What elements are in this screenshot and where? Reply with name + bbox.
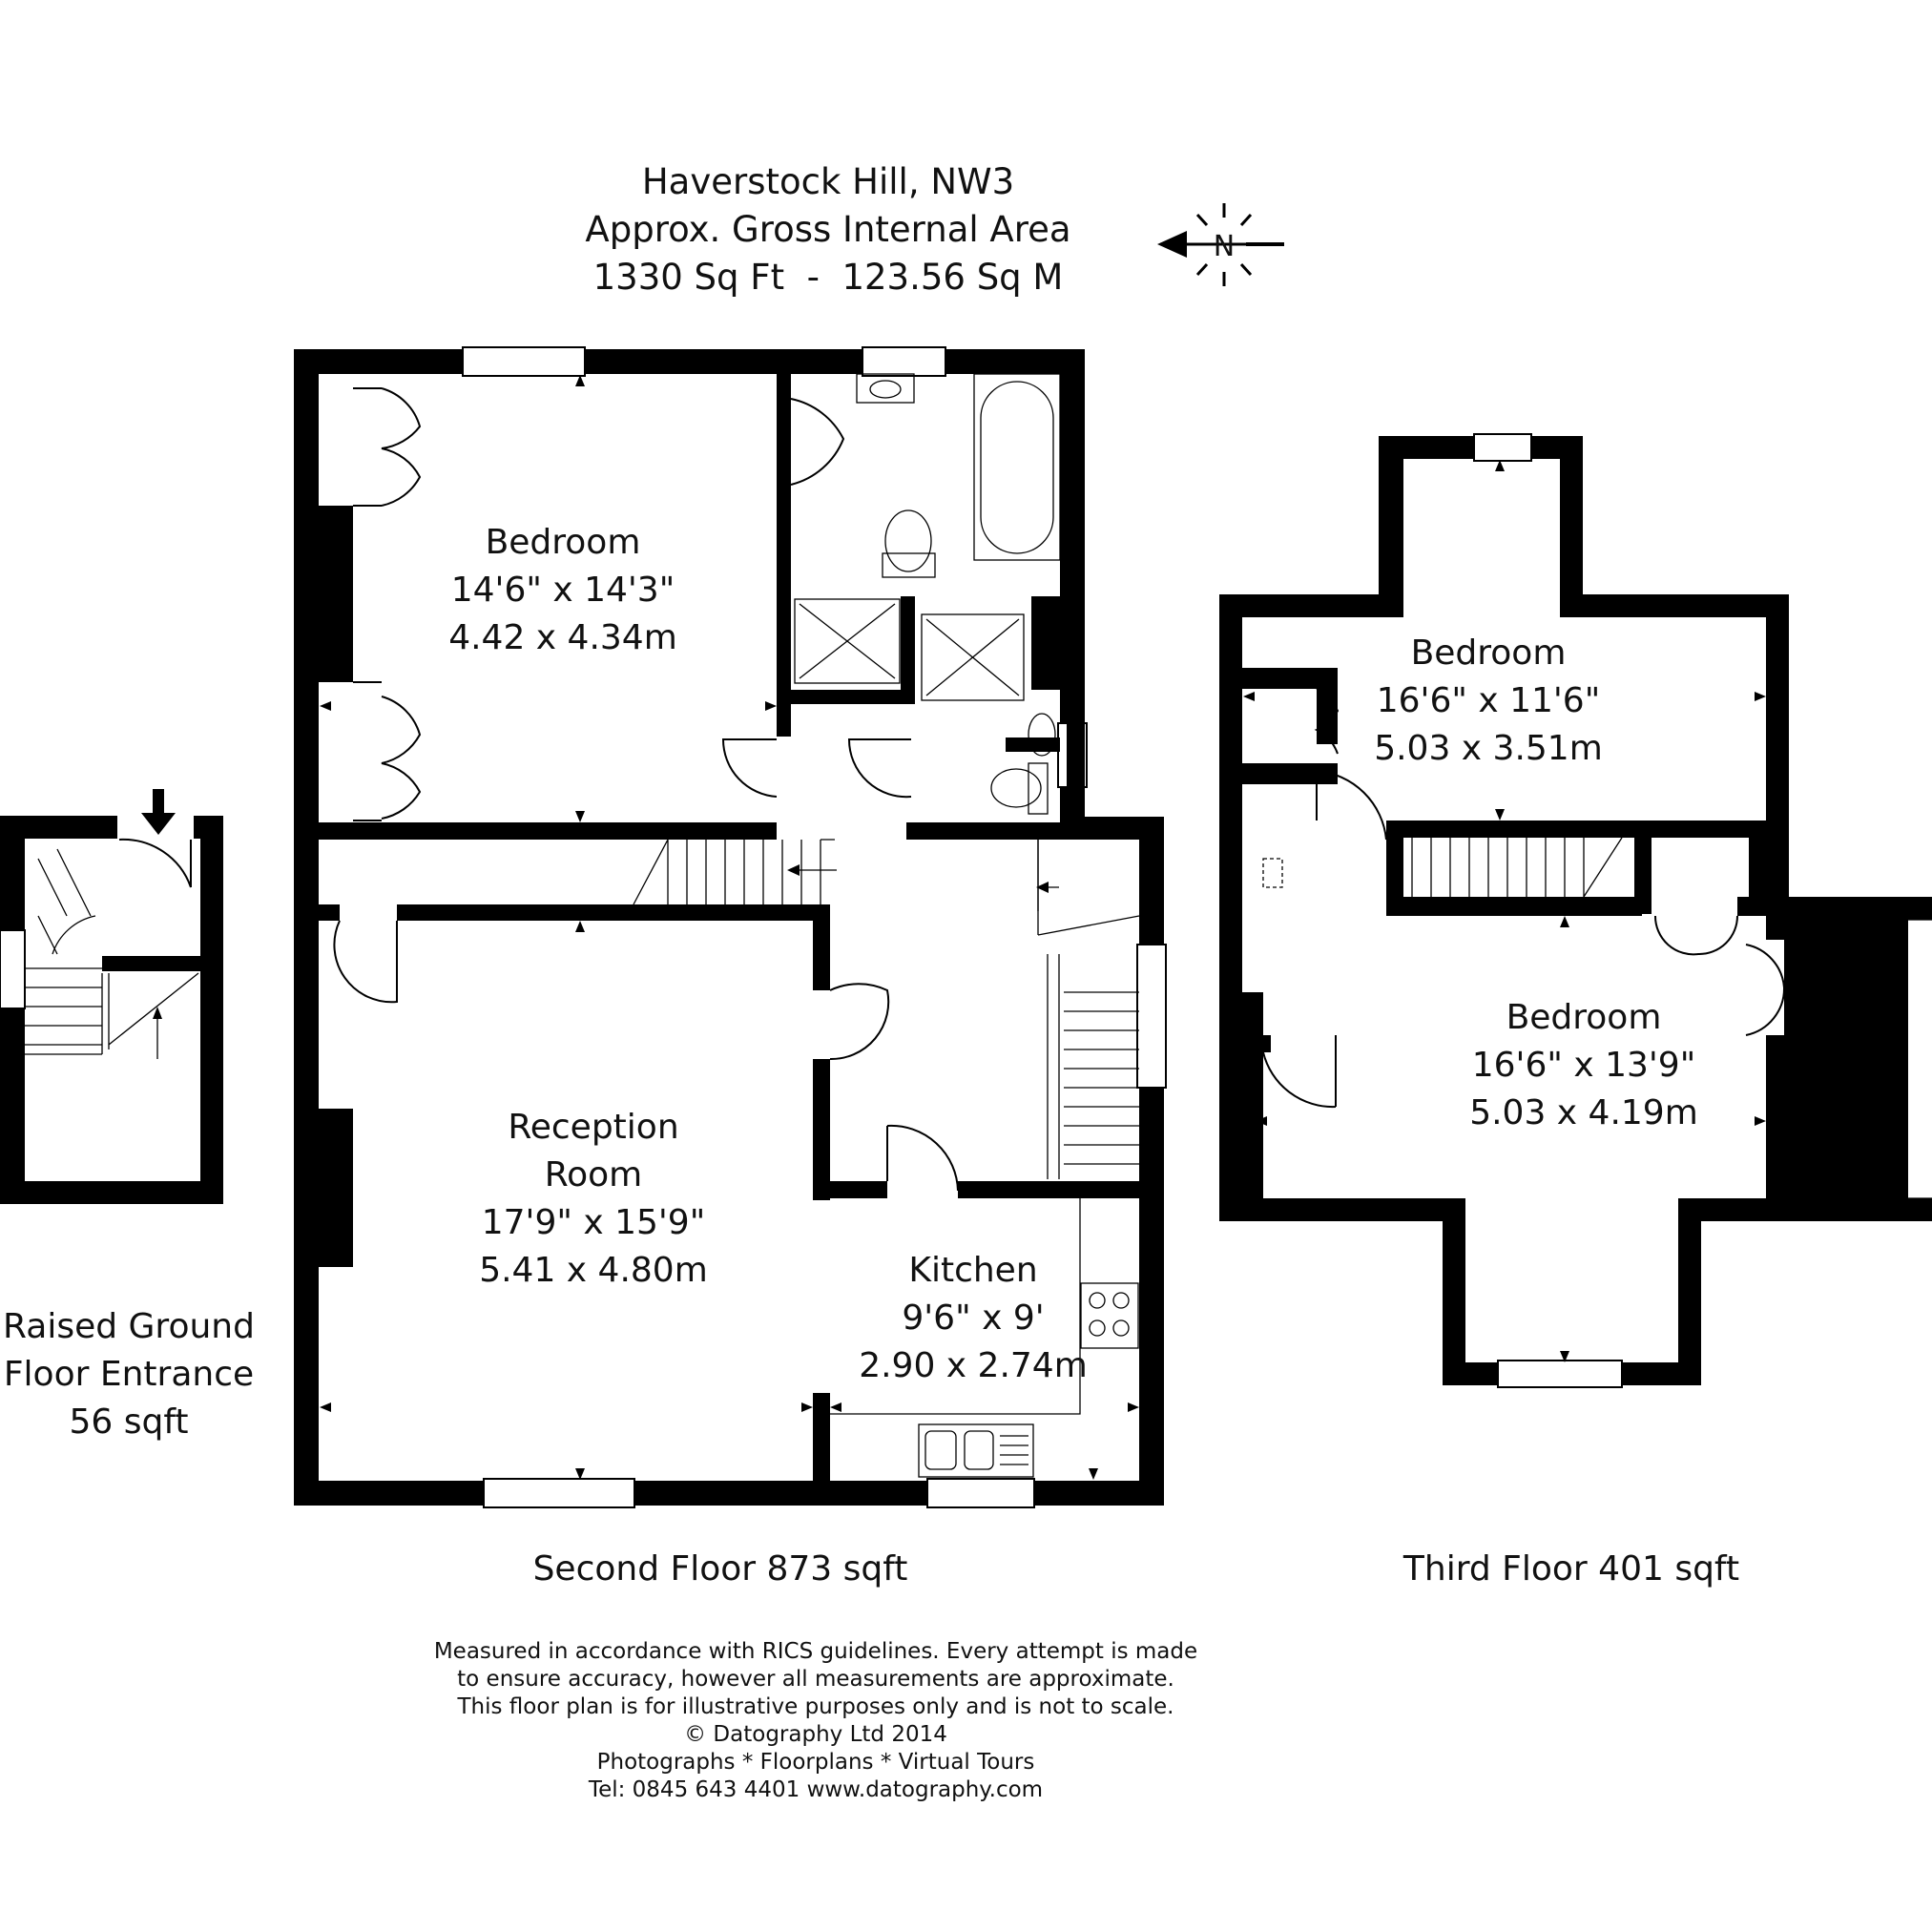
- reception-name-1: Reception: [508, 1108, 678, 1147]
- kitchen-name: Kitchen: [908, 1251, 1037, 1290]
- copyright-line: © Datography Ltd 2014: [684, 1722, 947, 1747]
- bedroom-2f-name: Bedroom: [486, 523, 641, 562]
- bedroom-2f-imperial: 14'6" x 14'3": [451, 571, 675, 610]
- second-floor-caption: Second Floor 873 sqft: [533, 1549, 908, 1589]
- entrance-arrow-icon: [141, 789, 176, 835]
- disclaimer-line-2: to ensure accuracy, however all measurem…: [457, 1667, 1174, 1692]
- second-floor-plan: Bedroom 14'6" x 14'3" 4.42 x 4.34m Recep…: [294, 346, 1167, 1589]
- third-floor-plan: Bedroom 16'6" x 11'6" 5.03 x 3.51m Bedro…: [1219, 433, 1932, 1589]
- raised-ground-floor-plan: Raised Ground Floor Entrance 56 sqft: [0, 789, 255, 1442]
- disclaimer-line-1: Measured in accordance with RICS guideli…: [434, 1639, 1197, 1664]
- bedroom-3f-lower-metric: 5.03 x 4.19m: [1469, 1093, 1698, 1132]
- plan-header: Haverstock Hill, NW3 Approx. Gross Inter…: [585, 161, 1070, 298]
- north-letter: N: [1214, 230, 1235, 263]
- disclaimer-block: Measured in accordance with RICS guideli…: [434, 1639, 1197, 1802]
- third-floor-caption: Third Floor 401 sqft: [1402, 1549, 1739, 1589]
- kitchen-imperial: 9'6" x 9': [902, 1298, 1044, 1338]
- bedroom-2f-metric: 4.42 x 4.34m: [448, 618, 677, 657]
- area-label: Approx. Gross Internal Area: [585, 209, 1070, 250]
- bedroom-3f-lower-name: Bedroom: [1506, 998, 1662, 1037]
- reception-imperial: 17'9" x 15'9": [482, 1203, 706, 1242]
- raised-ground-label-1: Raised Ground: [3, 1307, 255, 1346]
- raised-ground-label-2: Floor Entrance: [4, 1355, 254, 1394]
- kitchen-metric: 2.90 x 2.74m: [859, 1346, 1088, 1385]
- north-arrow-icon: N: [1157, 203, 1284, 286]
- bedroom-3f-upper-metric: 5.03 x 3.51m: [1374, 729, 1603, 768]
- disclaimer-line-3: This floor plan is for illustrative purp…: [457, 1694, 1174, 1719]
- bedroom-3f-upper-imperial: 16'6" x 11'6": [1377, 681, 1601, 720]
- reception-name-2: Room: [545, 1155, 643, 1195]
- raised-ground-area: 56 sqft: [69, 1402, 188, 1442]
- bedroom-3f-upper-name: Bedroom: [1411, 634, 1567, 673]
- area-value: 1330 Sq Ft - 123.56 Sq M: [593, 257, 1064, 298]
- bedroom-3f-lower-imperial: 16'6" x 13'9": [1472, 1046, 1696, 1085]
- contact-line: Tel: 0845 643 4401 www.datography.com: [588, 1777, 1043, 1802]
- services-line: Photographs * Floorplans * Virtual Tours: [597, 1750, 1035, 1775]
- reception-metric: 5.41 x 4.80m: [479, 1251, 708, 1290]
- address-title: Haverstock Hill, NW3: [642, 161, 1014, 202]
